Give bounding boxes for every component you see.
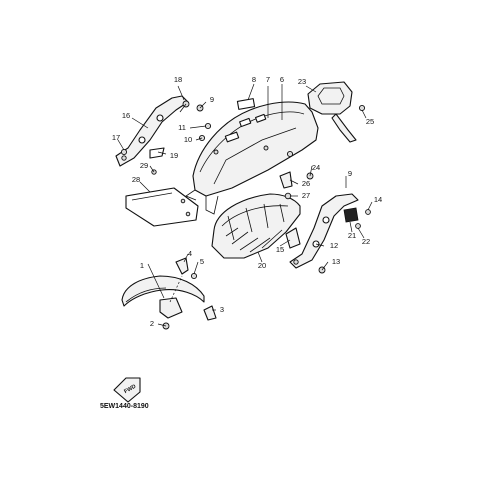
callout-3: 3 xyxy=(220,305,224,314)
callout-9a: 9 xyxy=(210,95,214,104)
callout-12: 12 xyxy=(330,241,338,250)
fwd-arrow-icon: FWD xyxy=(113,377,141,403)
bracket-19 xyxy=(149,147,165,159)
callout-21: 21 xyxy=(348,231,356,240)
callout-19: 19 xyxy=(170,151,178,160)
callout-26: 26 xyxy=(302,179,310,188)
callout-2: 2 xyxy=(150,319,154,328)
callout-17: 17 xyxy=(112,133,120,142)
callout-8: 8 xyxy=(252,75,256,84)
inner-fender-20 xyxy=(211,193,301,259)
callout-22: 22 xyxy=(362,237,370,246)
bracket-4 xyxy=(175,257,189,275)
leader-lines xyxy=(117,83,373,327)
callout-10: 10 xyxy=(184,135,192,144)
callout-5: 5 xyxy=(200,257,204,266)
callout-9b: 9 xyxy=(348,169,352,178)
diagram-code: 5EW1440-8190 xyxy=(100,403,149,410)
tail-light-23 xyxy=(307,81,357,143)
bracket-26 xyxy=(279,171,293,189)
callout-23: 23 xyxy=(298,77,306,86)
fwd-label: FWD xyxy=(123,384,137,395)
emblem-8 xyxy=(236,98,256,110)
callout-20: 20 xyxy=(258,261,266,270)
rear-fender xyxy=(185,101,319,215)
callout-4: 4 xyxy=(188,249,192,258)
callout-14: 14 xyxy=(374,195,382,204)
callout-6: 6 xyxy=(280,75,284,84)
callout-18: 18 xyxy=(174,75,182,84)
callout-25: 25 xyxy=(366,117,374,126)
callout-7: 7 xyxy=(266,75,270,84)
callout-27: 27 xyxy=(302,191,310,200)
bracket-3 xyxy=(203,305,217,321)
callouts: 1 2 3 4 5 6 7 8 9 9 10 11 12 13 14 15 16… xyxy=(112,75,382,328)
callout-1: 1 xyxy=(140,261,144,270)
callout-29: 29 xyxy=(140,161,148,170)
callout-24: 24 xyxy=(312,163,320,172)
callout-15: 15 xyxy=(276,245,284,254)
callout-16: 16 xyxy=(122,111,130,120)
callout-28: 28 xyxy=(132,175,140,184)
callout-11: 11 xyxy=(178,123,186,132)
reflector-21 xyxy=(343,207,359,223)
fender-stay-12 xyxy=(289,193,359,269)
mud-flap-28 xyxy=(125,187,199,227)
callout-13: 13 xyxy=(332,257,340,266)
front-fender-1 xyxy=(121,275,205,319)
bracket-15 xyxy=(285,227,301,249)
